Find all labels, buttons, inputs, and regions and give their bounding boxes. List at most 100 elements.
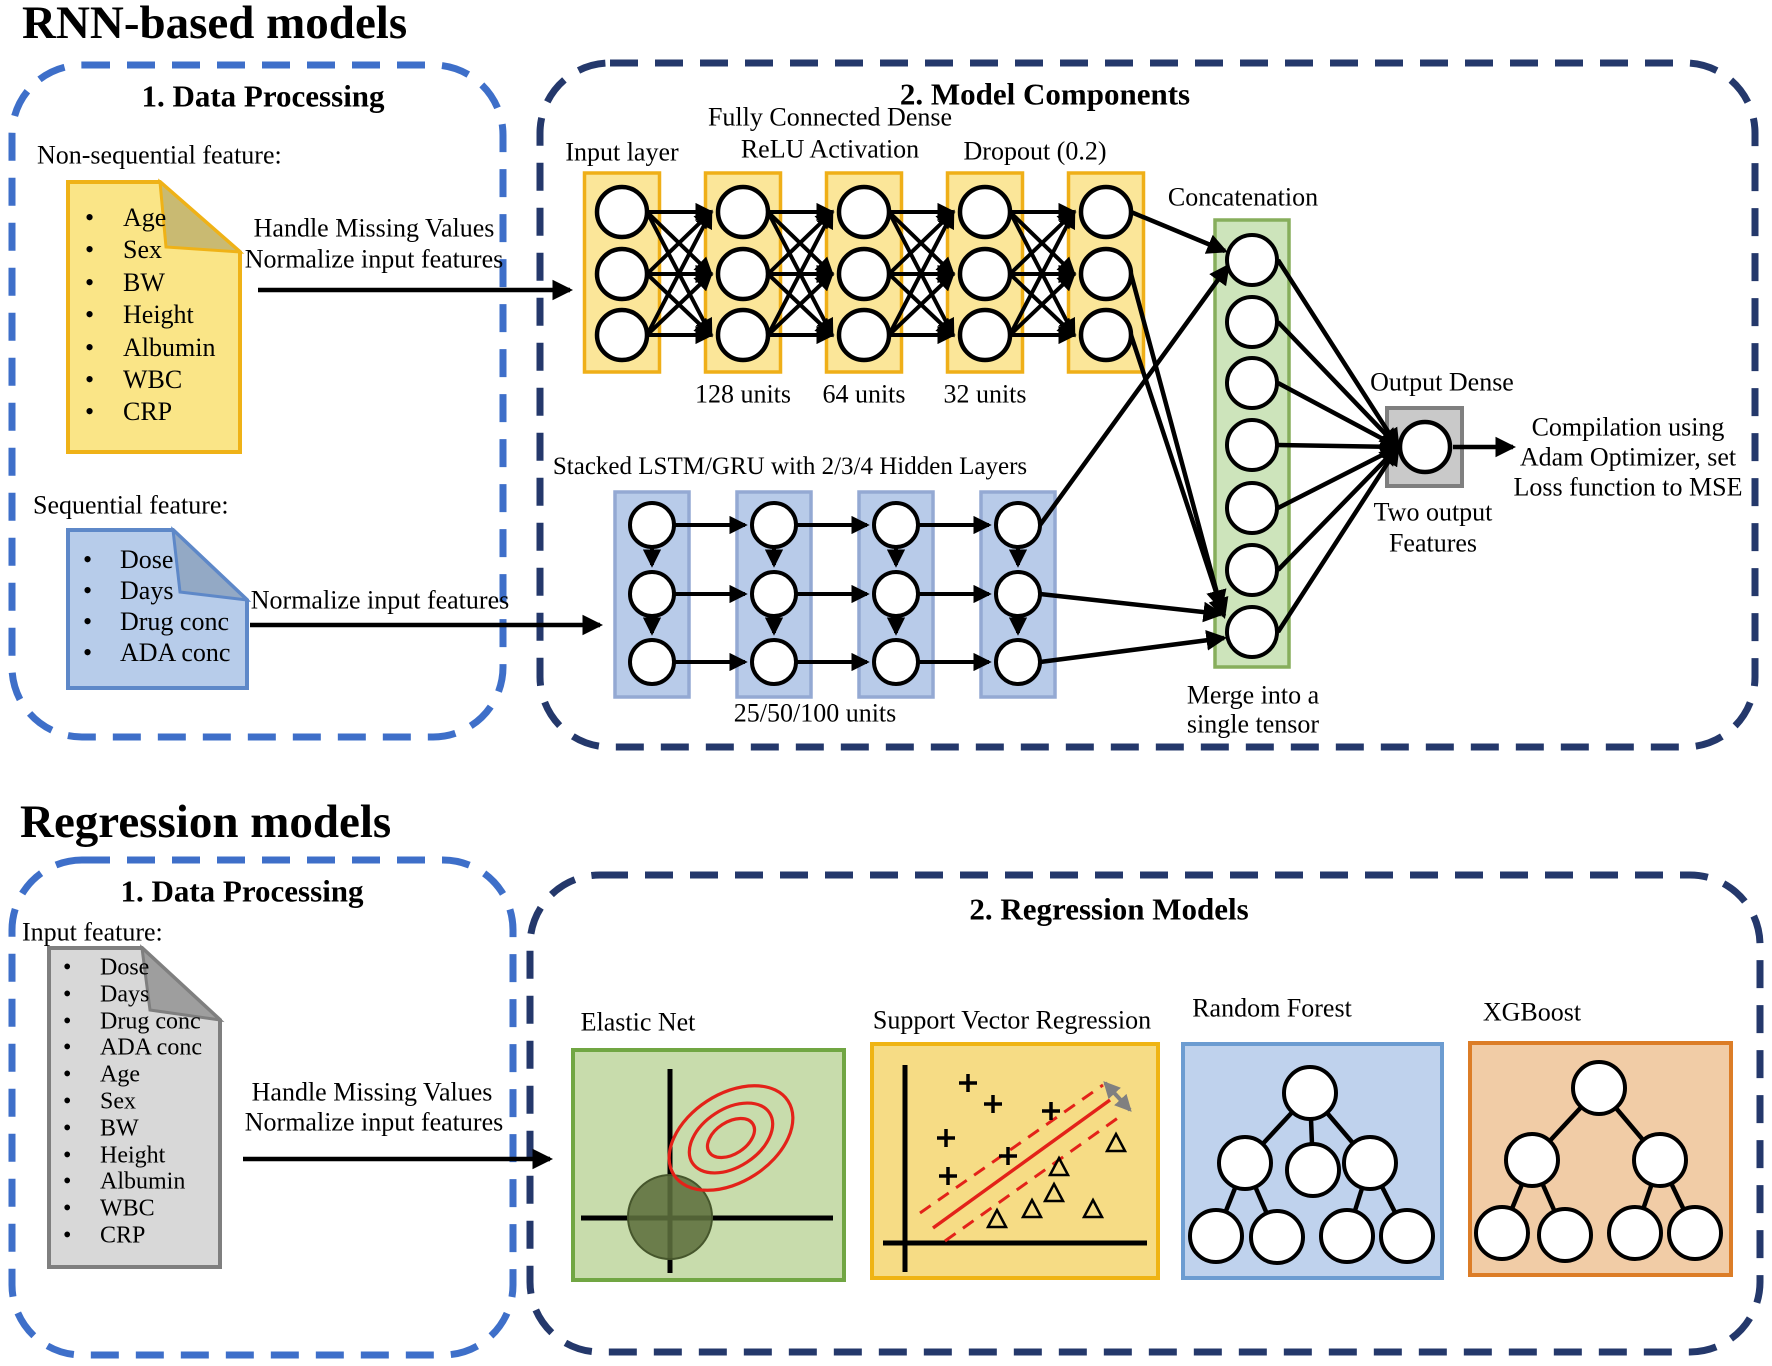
compile-line1: Compilation using — [1531, 412, 1725, 442]
concat-to-output-arrow — [1276, 258, 1400, 450]
wire-arrow — [1038, 263, 1230, 527]
dense-neuron — [1078, 246, 1134, 302]
input-doc-item: •Drug conc — [63, 1008, 201, 1035]
nonseq-doc-item: •Age — [85, 203, 166, 233]
units-128-label: 128 units — [694, 379, 792, 409]
units-64-label: 64 units — [822, 379, 906, 409]
bullet-icon: • — [85, 300, 95, 330]
dense-neuron — [957, 246, 1013, 302]
rnn-section-title: RNN-based models — [22, 0, 408, 49]
wire-arrow — [1039, 630, 1228, 665]
loss-contours — [667, 1084, 795, 1192]
lstm-neuron — [994, 570, 1042, 618]
input-doc-item: •Albumin — [63, 1169, 185, 1196]
dense-neuron — [836, 184, 892, 240]
svr-regression-line — [931, 1098, 1112, 1230]
lstm-neuron — [872, 501, 920, 549]
svr-upper-margin — [919, 1083, 1104, 1215]
dense-neuron — [715, 184, 771, 240]
concat-to-output-arrow — [1276, 320, 1401, 450]
svr-plus-points — [937, 1074, 1060, 1185]
doc-item-label: Sex — [100, 1088, 136, 1115]
lstm-neuron — [750, 638, 798, 686]
bullet-icon: • — [85, 332, 95, 362]
dense-neuron — [594, 184, 650, 240]
wire-arrow — [1008, 209, 1076, 336]
margin-width-arrow — [1103, 1081, 1132, 1112]
seq-doc-item: •Drug conc — [83, 607, 229, 637]
svr-lower-margin — [944, 1113, 1123, 1243]
merge-label-line2: single tensor — [1186, 709, 1320, 739]
concat-to-output-arrow — [1276, 444, 1400, 634]
seq-doc-item: •Dose — [83, 545, 173, 575]
wire-arrow — [887, 272, 955, 337]
bullet-icon: • — [85, 203, 95, 232]
arrow3-label-line2: Normalize input features — [244, 1107, 504, 1137]
doc-item-label: BW — [100, 1115, 139, 1142]
concat-neuron — [1225, 418, 1279, 472]
doc-item-label: WBC — [100, 1195, 155, 1222]
input-doc-item: •Dose — [63, 955, 149, 982]
nonseq-doc-item: • Height — [85, 300, 194, 330]
concat-neuron — [1225, 481, 1279, 535]
svr-panel — [870, 1042, 1160, 1280]
input-doc-item: • Height — [63, 1142, 165, 1169]
rnn-model-components-frame — [536, 59, 1759, 751]
lstm-neuron — [872, 638, 920, 686]
dense-neuron — [715, 307, 771, 363]
concat-neuron — [1225, 605, 1279, 659]
wire-arrow — [1130, 209, 1228, 254]
doc-item-label: Albumin — [123, 332, 216, 362]
doc-item-label: BW — [123, 267, 165, 297]
lstm-neuron — [750, 501, 798, 549]
bullet-icon: • — [63, 1168, 72, 1195]
wire-arrow — [766, 209, 834, 336]
bullet-icon: • — [63, 1034, 72, 1061]
xgb-tree-nodes — [1474, 1060, 1723, 1263]
nonseq-label: Non-sequential feature: — [37, 140, 282, 170]
lstm-neuron — [628, 570, 676, 618]
lstm-neuron — [872, 570, 920, 618]
dropout-label: Dropout (0.2) — [963, 136, 1107, 166]
lstm-units-label: 25/50/100 units — [733, 698, 897, 728]
doc-item-label: Dose — [100, 954, 150, 981]
doc-item-label: Height — [123, 300, 194, 330]
wire-arrow — [766, 272, 834, 337]
rm-title: 2. Regression Models — [969, 891, 1249, 927]
concat-neuron — [1225, 295, 1279, 349]
svr-triangle-points — [985, 1131, 1128, 1229]
regression-models-frame — [526, 871, 1764, 1356]
dense-neuron — [957, 307, 1013, 363]
seq-doc-item: •ADA conc — [83, 638, 230, 668]
rnn-data-processing-frame — [8, 61, 507, 741]
regression-data-processing-frame — [8, 856, 517, 1359]
concat-neuron — [1225, 233, 1279, 287]
lstm-neuron — [628, 501, 676, 549]
arrow2-label: Normalize input features — [250, 585, 510, 615]
input-feature-document — [47, 944, 225, 1269]
bullet-icon: • — [63, 1142, 72, 1169]
mc-title: 2. Model Components — [899, 76, 1191, 112]
lstm-neuron — [750, 570, 798, 618]
wire-arrow — [1128, 273, 1227, 611]
doc-item-label: Days — [100, 981, 150, 1008]
output-dense-label: Output Dense — [1370, 367, 1514, 397]
wire-arrow — [1008, 272, 1076, 337]
doc-item-label: Height — [100, 1142, 166, 1169]
units-32-label: 32 units — [943, 379, 1027, 409]
dense-neuron — [836, 246, 892, 302]
wire-arrow — [645, 209, 713, 336]
dense-neuron — [1078, 307, 1134, 363]
elastic-net-panel — [571, 1048, 846, 1282]
concat-to-output-lines — [1276, 258, 1402, 634]
neurons — [594, 184, 1279, 686]
bullet-icon: • — [63, 1008, 72, 1035]
doc-item-label: CRP — [123, 397, 173, 427]
input-doc-item: •ADA conc — [63, 1035, 202, 1062]
arrow1-label-line2: Normalize input features — [244, 244, 504, 274]
bullet-icon: • — [85, 267, 95, 297]
compile-line3: Loss function to MSE — [1513, 472, 1743, 502]
svr-label: Support Vector Regression — [872, 1005, 1152, 1035]
doc-item-label: CRP — [100, 1222, 146, 1249]
